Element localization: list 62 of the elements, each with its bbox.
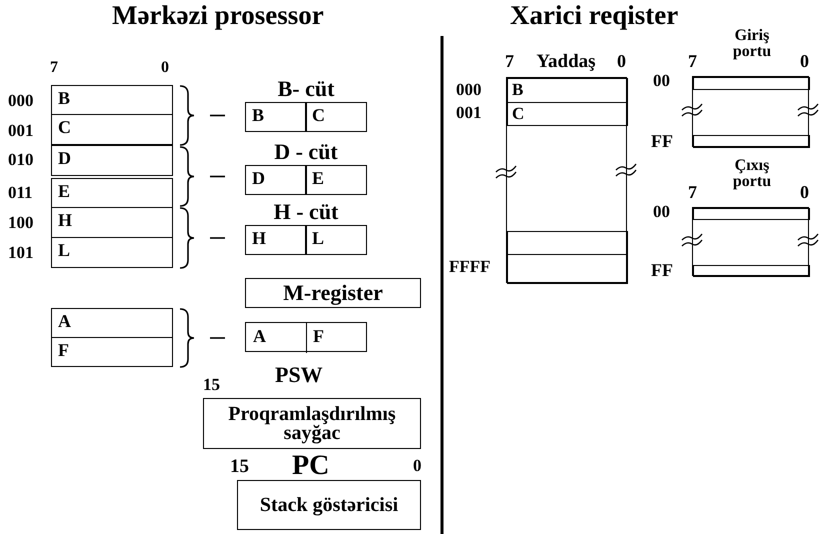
register-cell: A <box>246 323 307 353</box>
address-label: 010 <box>8 151 34 168</box>
bit-number: 15 <box>203 376 220 393</box>
register-cell: D <box>245 165 307 195</box>
register-cell: B <box>51 85 173 115</box>
bit-number: 0 <box>617 52 626 70</box>
memory-cell <box>693 208 810 220</box>
register-cell: C <box>305 102 367 132</box>
register-cell: C <box>507 102 628 126</box>
register-cell: H <box>51 207 173 238</box>
address-label: 000 <box>8 92 34 109</box>
register-pair-box <box>245 322 367 352</box>
bit-number: 7 <box>505 52 514 70</box>
register-cell: E <box>51 178 173 208</box>
bit-number: 7 <box>688 183 697 201</box>
pair-heading: D - cüt <box>273 141 339 163</box>
bit-number: 15 <box>230 457 249 476</box>
pair-heading: H - cüt <box>272 201 340 223</box>
register-cell: E <box>305 165 367 195</box>
memory-cell <box>693 265 810 277</box>
register-cell: L <box>305 225 367 255</box>
memory-cell <box>507 231 628 255</box>
register-label: PC <box>292 452 330 480</box>
bit-number: 7 <box>50 60 58 76</box>
register-cell: B <box>245 102 307 132</box>
register-cell: F <box>51 337 173 367</box>
address-label: 100 <box>8 214 34 231</box>
memory-heading: Yaddaş <box>535 52 597 71</box>
register-box: Stack göstəricisi <box>237 480 421 530</box>
section-title: Xarici reqister <box>510 2 678 29</box>
port-heading: Giriş portu <box>732 28 772 60</box>
register-cell: B <box>507 78 628 103</box>
memory-cell <box>693 135 810 148</box>
bit-number: 0 <box>161 60 169 76</box>
register-box: M-register <box>245 278 421 308</box>
register-cell: H <box>245 225 307 255</box>
section-title: Mərkəzi prosessor <box>112 2 324 29</box>
memory-cell <box>507 254 628 284</box>
memory-cell <box>693 77 810 90</box>
address-label: FFFF <box>449 258 491 275</box>
register-cell: L <box>51 237 173 268</box>
register-cell: A <box>51 308 173 338</box>
address-label: 00 <box>653 203 670 220</box>
port-heading: Çıxış portu <box>732 158 772 190</box>
register-box: Proqramlaşdırılmış sayğac <box>203 398 421 449</box>
address-label: FF <box>651 132 673 150</box>
bit-number: 0 <box>413 457 422 474</box>
address-label: FF <box>651 261 673 279</box>
pair-heading: B- cüt <box>276 78 336 100</box>
register-cell: C <box>51 114 173 145</box>
bit-number: 7 <box>688 52 697 70</box>
address-label: 101 <box>8 244 34 261</box>
address-label: 00 <box>653 72 670 89</box>
bit-number: 0 <box>800 52 809 70</box>
address-label: 001 <box>8 122 34 139</box>
bit-number: 0 <box>800 183 809 201</box>
register-label: PSW <box>275 364 323 386</box>
address-label: 001 <box>456 104 482 121</box>
register-cell: F <box>306 323 368 353</box>
address-label: 000 <box>456 81 482 98</box>
register-cell: D <box>51 145 173 176</box>
address-label: 011 <box>8 184 33 201</box>
